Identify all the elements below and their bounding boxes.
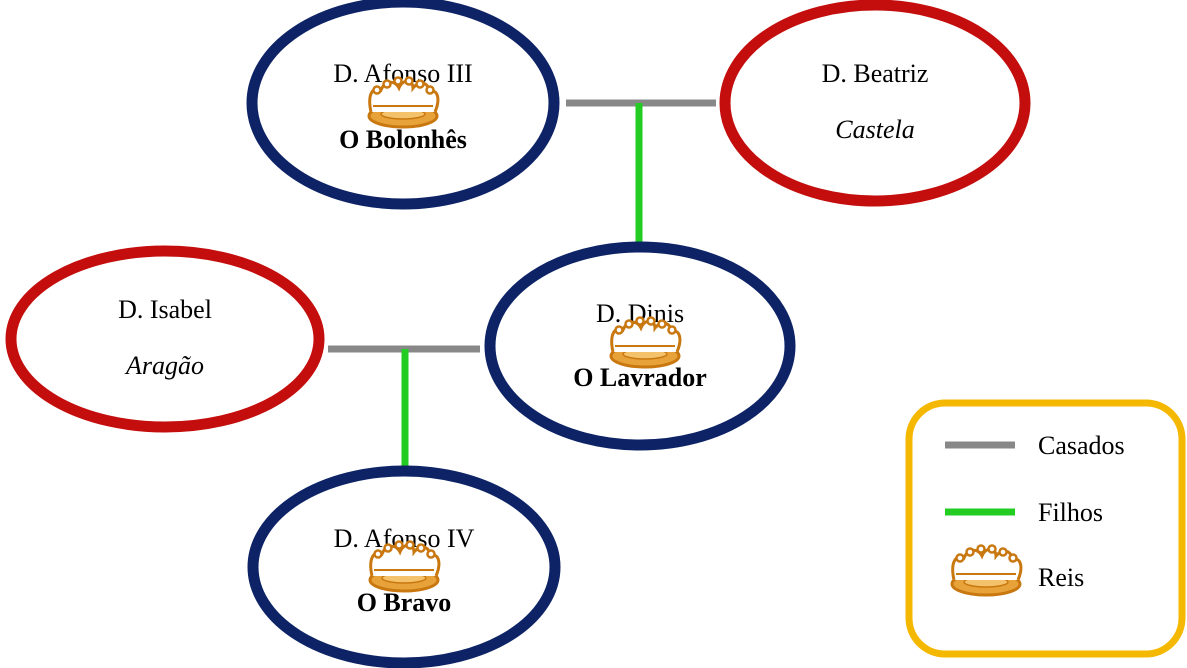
legend-married-label: Casados [1038, 431, 1125, 460]
legend-kings-label: Reis [1038, 563, 1084, 592]
node-beatriz-origin: Castela [835, 115, 914, 144]
node-afonso-iv: D. Afonso IV O Bravo [247, 465, 561, 668]
legend-children-label: Filhos [1038, 498, 1103, 527]
node-dinis-epithet: O Lavrador [573, 363, 707, 392]
legend: Casados Filhos Reis [905, 399, 1186, 658]
node-isabel: D. Isabel Aragão [5, 245, 325, 433]
node-isabel-origin: Aragão [124, 351, 204, 380]
node-dinis: D. Dinis O Lavrador [484, 241, 796, 451]
node-isabel-name: D. Isabel [118, 295, 212, 324]
node-beatriz-name: D. Beatriz [822, 59, 929, 88]
node-beatriz: D. Beatriz Castela [719, 0, 1031, 207]
node-afonso-iv-epithet: O Bravo [357, 588, 452, 617]
node-afonso-iii-epithet: O Bolonhês [339, 125, 467, 154]
node-afonso-iii: D. Afonso III O Bolonhês [246, 0, 560, 210]
